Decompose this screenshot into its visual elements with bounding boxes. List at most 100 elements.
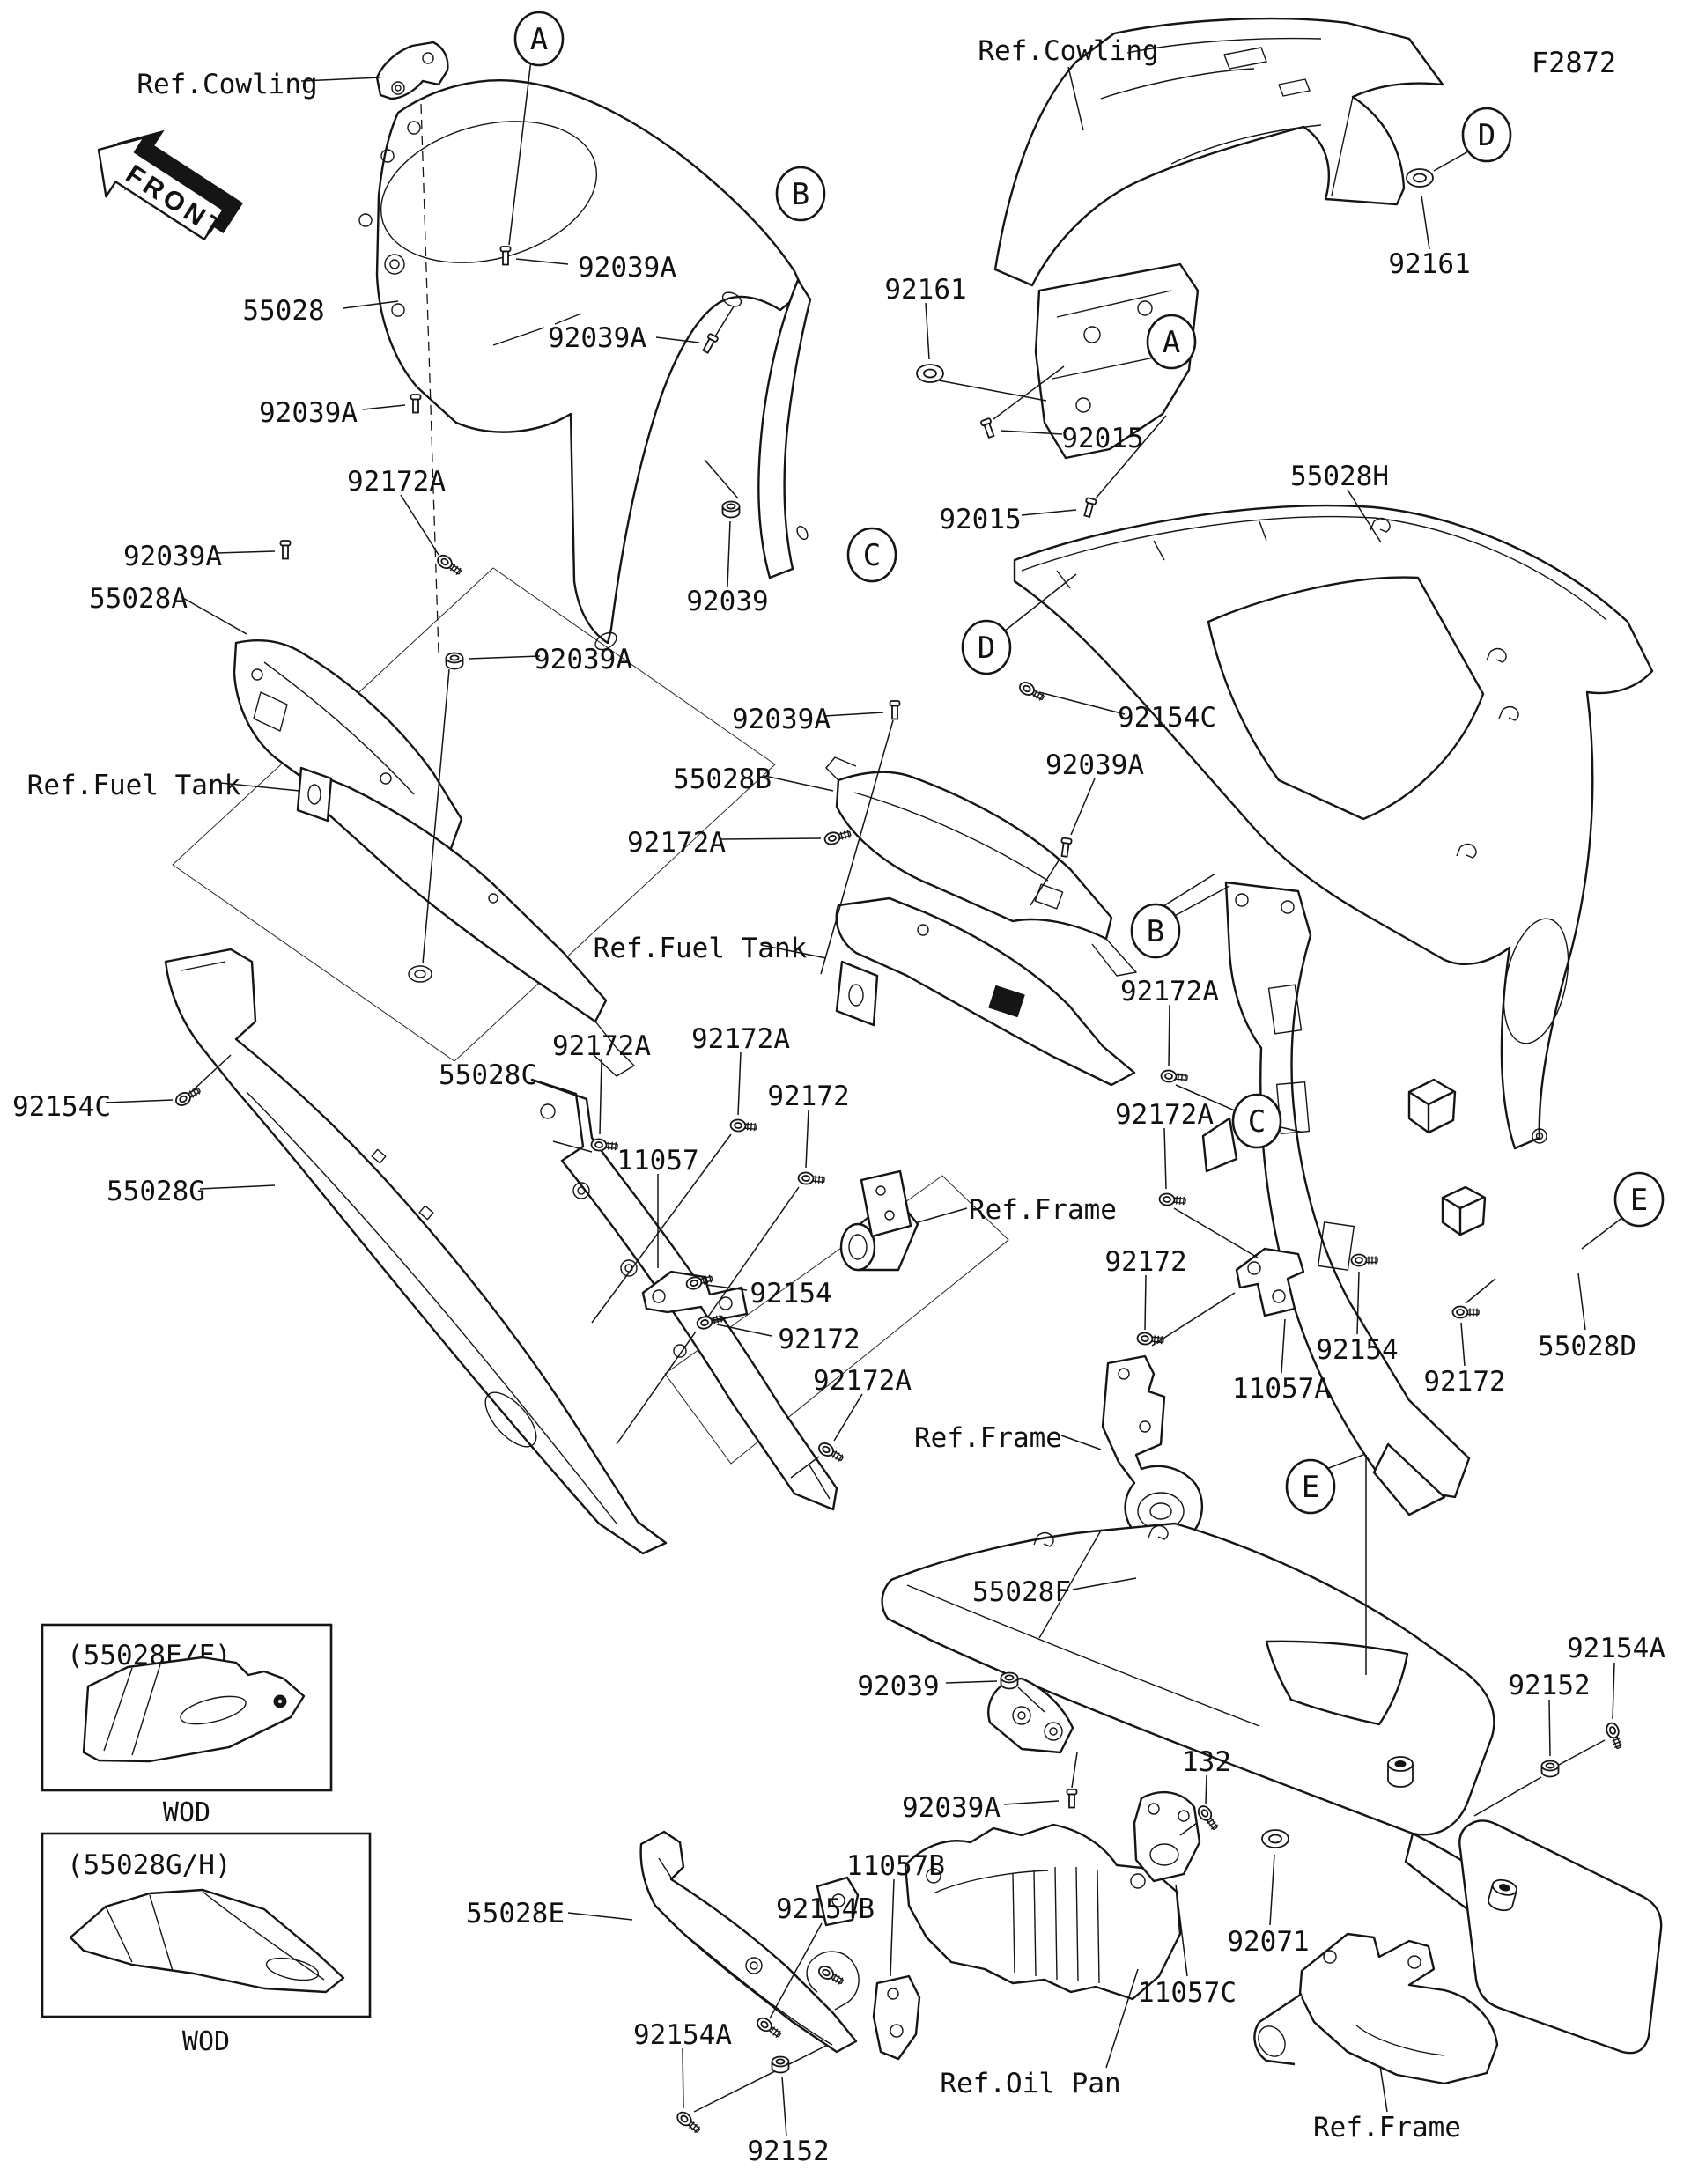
part-label-92172a-34: 92172A — [813, 1365, 912, 1397]
callout-circle — [1130, 903, 1181, 959]
pin-icon — [889, 700, 901, 720]
part-label-55028g-18: 55028G — [107, 1176, 205, 1207]
part-label-ref-oil-pan-50: Ref.Oil Pan — [940, 2068, 1120, 2099]
screw-icon — [1604, 1720, 1626, 1751]
part-11057-bracket — [641, 1270, 749, 1323]
pin-icon — [279, 540, 292, 560]
part-label-11057c-49: 11057C — [1138, 1977, 1237, 2009]
screw-icon — [797, 1170, 826, 1187]
part-label-11057b-54: 11057B — [846, 1850, 945, 1882]
part-label-92039a-13: 92039A — [123, 541, 222, 572]
part-label-92152-56: 92152 — [747, 2136, 829, 2167]
part-label-92172-39: 92172 — [1423, 1366, 1505, 1398]
part-label-92039a-3: 92039A — [548, 322, 646, 354]
callout-a-4: A — [1146, 314, 1197, 370]
screw-icon — [434, 551, 464, 579]
part-cowling-stay-assembly — [993, 17, 1444, 460]
part-label-92039a-2: 92039A — [578, 252, 676, 284]
dashed-centerline — [420, 103, 439, 654]
part-label-92152-46: 92152 — [1508, 1670, 1590, 1701]
part-label-55028f-42: 55028F — [972, 1576, 1071, 1608]
part-55028f-lower-panel — [881, 1522, 1663, 2055]
part-11057b-clamp-bracket — [806, 1951, 921, 2061]
part-label-92172-33: 92172 — [778, 1324, 860, 1355]
part-label-55028c-35: 55028C — [439, 1059, 537, 1091]
part-label-55028b-20: 55028B — [673, 764, 772, 795]
nut-icon — [721, 500, 741, 519]
part-55028h-right-panel — [1013, 504, 1654, 1150]
inset-55028ef: (55028E/F) WOD — [41, 1623, 333, 1828]
callout-circle — [1146, 314, 1197, 370]
part-oil-pan — [904, 1823, 1182, 2001]
leader-lines — [105, 59, 1624, 2137]
part-label-92039a-4: 92039A — [259, 397, 358, 429]
nut-icon — [1540, 1760, 1560, 1778]
part-55028e-lower-blade — [639, 1830, 860, 2054]
screw-icon — [173, 1083, 203, 1109]
screw-icon — [1016, 679, 1047, 705]
part-label-ref-frame-27: Ref.Frame — [969, 1194, 1117, 1226]
inset-55028ef-part — [82, 1656, 306, 1763]
pin-icon — [979, 417, 997, 439]
part-55028-upper-cowling — [358, 79, 812, 651]
part-label-55028-1: 55028 — [242, 295, 324, 327]
part-label-ref-fuel-tank-22: Ref.Fuel Tank — [594, 933, 808, 964]
part-label-92154-37: 92154 — [1316, 1334, 1398, 1366]
inset-55028gh-caption: WOD — [182, 2026, 230, 2057]
callout-letter: E — [1302, 1470, 1319, 1505]
callout-circle — [1285, 1458, 1336, 1515]
part-label-11057-31: 11057 — [617, 1145, 698, 1177]
inset-55028gh-box — [41, 1832, 372, 2018]
part-label-92172a-5: 92172A — [347, 466, 446, 498]
callout-d-3: D — [961, 619, 1012, 675]
screw-icon — [590, 1137, 619, 1154]
callout-circle — [1231, 1093, 1282, 1149]
pin-icon — [700, 332, 720, 355]
part-label-ref-frame-51: Ref.Frame — [1313, 2112, 1461, 2143]
inset-55028gh-part — [69, 1888, 345, 1994]
part-label-92172a-25: 92172A — [1120, 976, 1219, 1007]
part-label-92039-6: 92039 — [686, 586, 768, 617]
part-label-ref-cowling-7: Ref.Cowling — [978, 35, 1158, 67]
part-cowling-bracket — [375, 41, 449, 100]
callout-circle — [1613, 1171, 1665, 1228]
pin-icon — [499, 246, 512, 266]
part-label-92039a-19: 92039A — [732, 704, 831, 735]
nut-icon — [1000, 1671, 1019, 1690]
screw-icon — [674, 2108, 704, 2136]
grommet-icon — [916, 364, 944, 383]
grommet-icon — [1406, 168, 1434, 188]
callout-letter: A — [530, 22, 548, 57]
part-label-ref-frame-41: Ref.Frame — [914, 1422, 1062, 1454]
callout-letter: B — [1147, 914, 1164, 949]
callout-a-0: A — [513, 11, 565, 67]
front-direction-arrow: FRONT — [97, 129, 243, 246]
fasteners — [173, 168, 1626, 2136]
callout-letter: D — [978, 631, 995, 666]
screw-icon — [754, 2014, 784, 2041]
part-label-92161-9: 92161 — [1388, 248, 1470, 280]
part-label-92154b-53: 92154B — [776, 1893, 875, 1925]
callout-d-5: D — [1461, 107, 1512, 163]
screw-icon — [1160, 1068, 1189, 1085]
part-label-55028h-12: 55028H — [1290, 461, 1389, 492]
nut-icon — [445, 652, 464, 670]
part-label-92039a-15: 92039A — [534, 644, 632, 675]
part-label-55028e-52: 55028E — [466, 1898, 565, 1929]
pin-icon — [1066, 1789, 1078, 1809]
part-label-92172-36: 92172 — [1104, 1246, 1186, 1278]
screw-icon — [816, 1440, 846, 1465]
part-fuel-tank-bracket-center — [835, 896, 1136, 1087]
part-55028g-lower-blade — [164, 948, 668, 1555]
pin-icon — [1059, 837, 1073, 859]
callout-letter: E — [1630, 1183, 1648, 1218]
nut-icon — [771, 2055, 790, 2074]
part-11057c-bracket — [1133, 1791, 1201, 1883]
part-label-92161-8: 92161 — [884, 274, 966, 306]
part-label-92039a-23: 92039A — [1045, 749, 1144, 781]
screw-icon — [1194, 1803, 1222, 1833]
part-fuel-tank-bracket-left — [296, 766, 635, 1077]
pin-icon — [410, 394, 422, 414]
inset-55028ef-caption: WOD — [163, 1797, 210, 1828]
